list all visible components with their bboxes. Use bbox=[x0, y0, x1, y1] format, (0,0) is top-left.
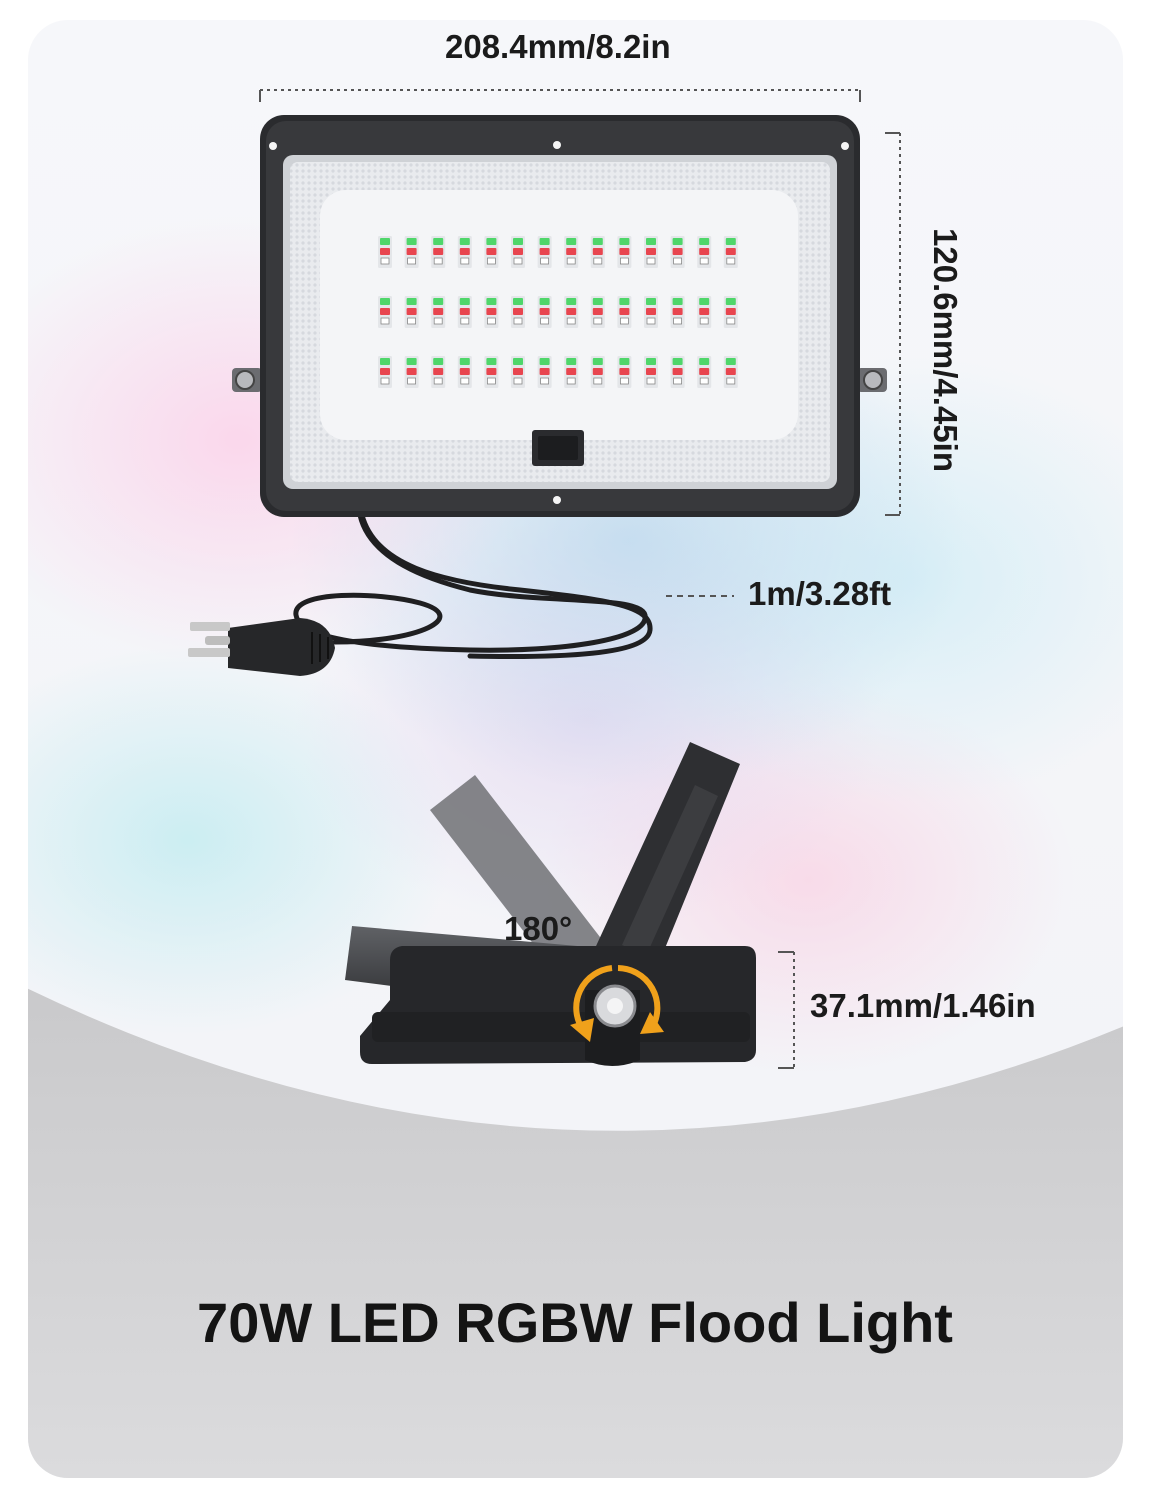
led-chip bbox=[723, 296, 738, 328]
left-mount-screw bbox=[232, 368, 262, 392]
base-housing bbox=[360, 946, 756, 1064]
led-chip bbox=[537, 296, 552, 328]
led-chip bbox=[670, 356, 685, 388]
rotation-arrow-right bbox=[617, 965, 661, 1030]
led-chip bbox=[511, 296, 525, 328]
led-chip bbox=[484, 236, 499, 268]
width-dimension-label: 208.4mm/8.2in bbox=[445, 28, 671, 65]
led-chip bbox=[537, 356, 552, 388]
led-chip bbox=[378, 236, 392, 268]
tilted-panel-ghost bbox=[430, 775, 610, 985]
cord-length-label: 1m/3.28ft bbox=[748, 575, 892, 612]
led-chip bbox=[617, 236, 632, 268]
product-title: 70W LED RGBW Flood Light bbox=[197, 1291, 953, 1354]
rotation-arrow-left bbox=[573, 965, 613, 1032]
led-chip bbox=[511, 356, 525, 388]
led-chip bbox=[564, 236, 579, 268]
depth-dimension-line bbox=[778, 951, 795, 1069]
led-chip bbox=[404, 296, 419, 328]
led-chip bbox=[590, 296, 605, 328]
led-chip bbox=[644, 356, 658, 388]
led-chip bbox=[564, 356, 579, 388]
led-chip bbox=[617, 296, 632, 328]
led-chip bbox=[644, 236, 658, 268]
led-array bbox=[378, 236, 738, 388]
led-chip bbox=[697, 236, 712, 268]
width-dimension-line bbox=[259, 89, 861, 102]
height-dimension-label: 120.6mm/4.45in bbox=[927, 228, 964, 472]
led-chip bbox=[723, 236, 738, 268]
flood-light-side-view bbox=[345, 742, 756, 1066]
rotation-angle-label: 180° bbox=[504, 910, 573, 947]
power-cord bbox=[293, 512, 653, 659]
gray-floor bbox=[28, 975, 1123, 1478]
led-chip bbox=[457, 236, 472, 268]
flood-light-front-view bbox=[260, 115, 860, 517]
led-chip bbox=[484, 356, 499, 388]
power-plug bbox=[188, 618, 335, 676]
led-chip bbox=[457, 296, 472, 328]
led-chip bbox=[431, 356, 446, 388]
led-chip bbox=[511, 236, 525, 268]
led-chip bbox=[431, 236, 446, 268]
led-chip bbox=[404, 236, 419, 268]
led-chip bbox=[590, 356, 605, 388]
led-chip bbox=[644, 296, 658, 328]
led-chip bbox=[484, 296, 499, 328]
led-chip bbox=[670, 296, 685, 328]
right-mount-screw bbox=[857, 368, 887, 392]
led-chip bbox=[564, 296, 579, 328]
led-chip bbox=[697, 296, 712, 328]
height-dimension-line bbox=[885, 132, 901, 516]
led-chip bbox=[537, 236, 552, 268]
led-chip bbox=[404, 356, 419, 388]
led-chip bbox=[378, 296, 392, 328]
led-chip bbox=[723, 356, 738, 388]
led-chip bbox=[431, 296, 446, 328]
led-chip bbox=[457, 356, 472, 388]
led-chip bbox=[697, 356, 712, 388]
led-chip bbox=[378, 356, 392, 388]
led-chip bbox=[590, 236, 605, 268]
depth-dimension-label: 37.1mm/1.46in bbox=[810, 987, 1036, 1024]
led-chip bbox=[670, 236, 685, 268]
led-chip bbox=[617, 356, 632, 388]
